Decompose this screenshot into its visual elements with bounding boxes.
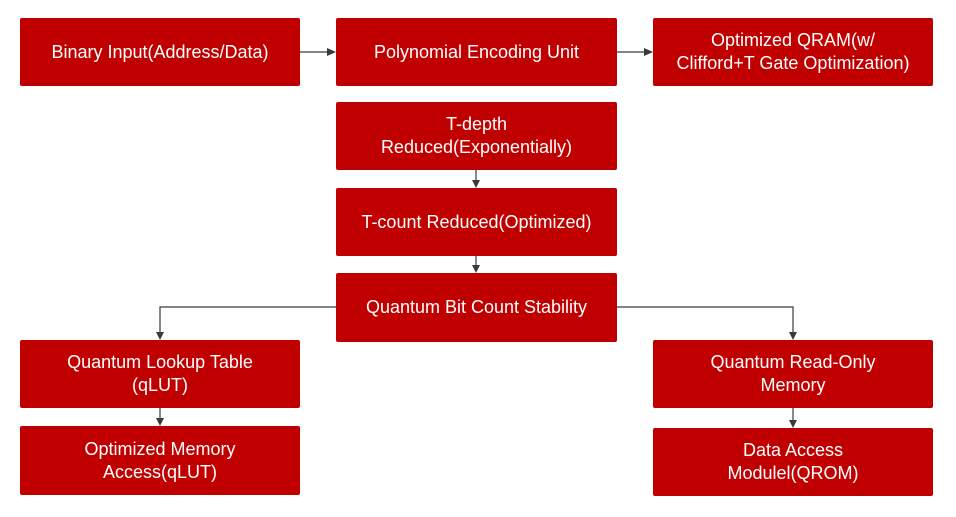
node-qrom-line-1: Quantum Read-Only <box>710 352 876 372</box>
node-binary-input-line-1: Binary Input(Address/Data) <box>51 41 269 62</box>
node-polynomial-encoding: Polynomial Encoding Unit <box>336 18 617 86</box>
node-qrom: Quantum Read-Only Memory <box>653 340 933 408</box>
arrowhead-qlut <box>156 332 164 340</box>
node-t-count-line-1: T-count Reduced(Optimized) <box>361 211 592 232</box>
node-t-count: T-count Reduced(Optimized) <box>336 188 617 256</box>
node-binary-input: Binary Input(Address/Data) <box>20 18 300 86</box>
node-qlut: Quantum Lookup Table (qLUT) <box>20 340 300 408</box>
arrowhead-tcount <box>472 180 480 188</box>
node-qrom-line-2: Memory <box>760 375 826 395</box>
node-qubit-stability: Quantum Bit Count Stability <box>336 273 617 342</box>
arrowhead-memory <box>156 418 164 426</box>
node-polynomial-encoding-line-1: Polynomial Encoding Unit <box>373 41 580 62</box>
node-optimized-qram-line-1: Optimized QRAM(w/ <box>710 30 876 50</box>
edge-stability-to-qlut <box>159 306 336 332</box>
node-optimized-memory-line-1: Optimized Memory <box>84 438 236 459</box>
node-qlut-line-2: (qLUT) <box>131 375 188 395</box>
arrowhead-encoding <box>327 48 336 56</box>
node-t-depth-line-1: T-depth <box>445 114 508 134</box>
node-data-access-line-2: Modulel(QROM) <box>727 463 859 483</box>
node-optimized-qram-line-2: Clifford+T Gate Optimization) <box>676 53 910 73</box>
node-t-depth: T-depth Reduced(Exponentially) <box>336 102 617 170</box>
arrowhead-stability <box>472 265 480 273</box>
arrowhead-dataaccess <box>789 420 797 428</box>
arrowhead-qram <box>644 48 653 56</box>
arrowhead-qrom <box>789 332 797 340</box>
edge-stability-to-qrom <box>617 306 794 332</box>
node-data-access-line-1: Data Access <box>742 440 844 460</box>
node-optimized-qram: Optimized QRAM(w/ Clifford+T Gate Optimi… <box>653 18 933 86</box>
node-t-depth-line-2: Reduced(Exponentially) <box>380 137 573 157</box>
node-qubit-stability-line-1: Quantum Bit Count Stability <box>365 297 588 317</box>
node-optimized-memory: Optimized Memory Access(qLUT) <box>20 426 300 495</box>
node-optimized-memory-line-2: Access(qLUT) <box>102 461 218 482</box>
node-data-access: Data Access Modulel(QROM) <box>653 428 933 496</box>
node-qlut-line-1: Quantum Lookup Table <box>67 352 253 372</box>
